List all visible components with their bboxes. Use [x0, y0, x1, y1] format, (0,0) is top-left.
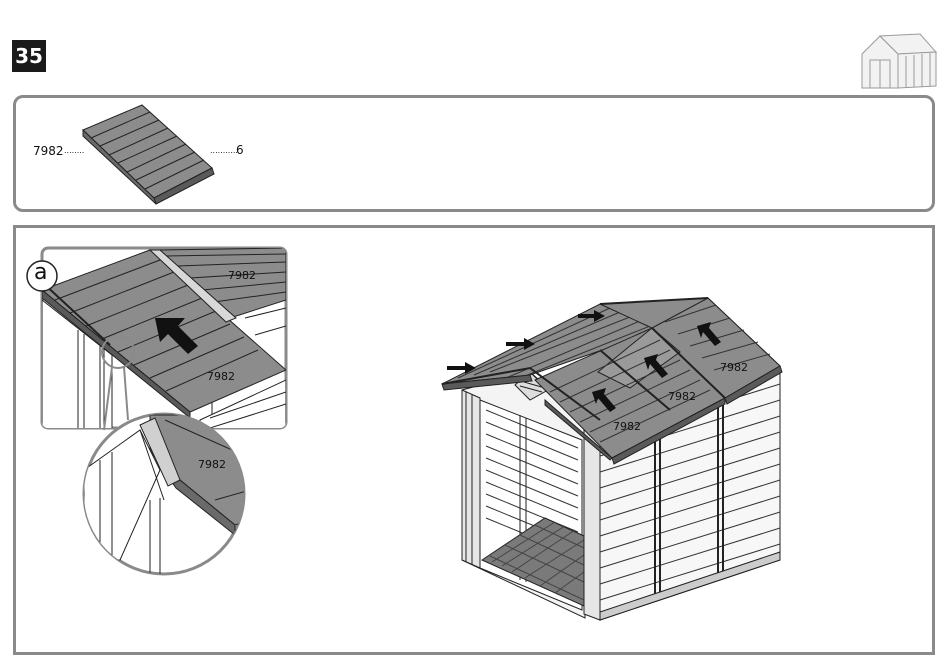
main-panel-label-back: 7982: [720, 361, 748, 374]
main-panel-label-front: 7982: [613, 420, 641, 433]
main-panel-label-middle: 7982: [668, 390, 696, 403]
